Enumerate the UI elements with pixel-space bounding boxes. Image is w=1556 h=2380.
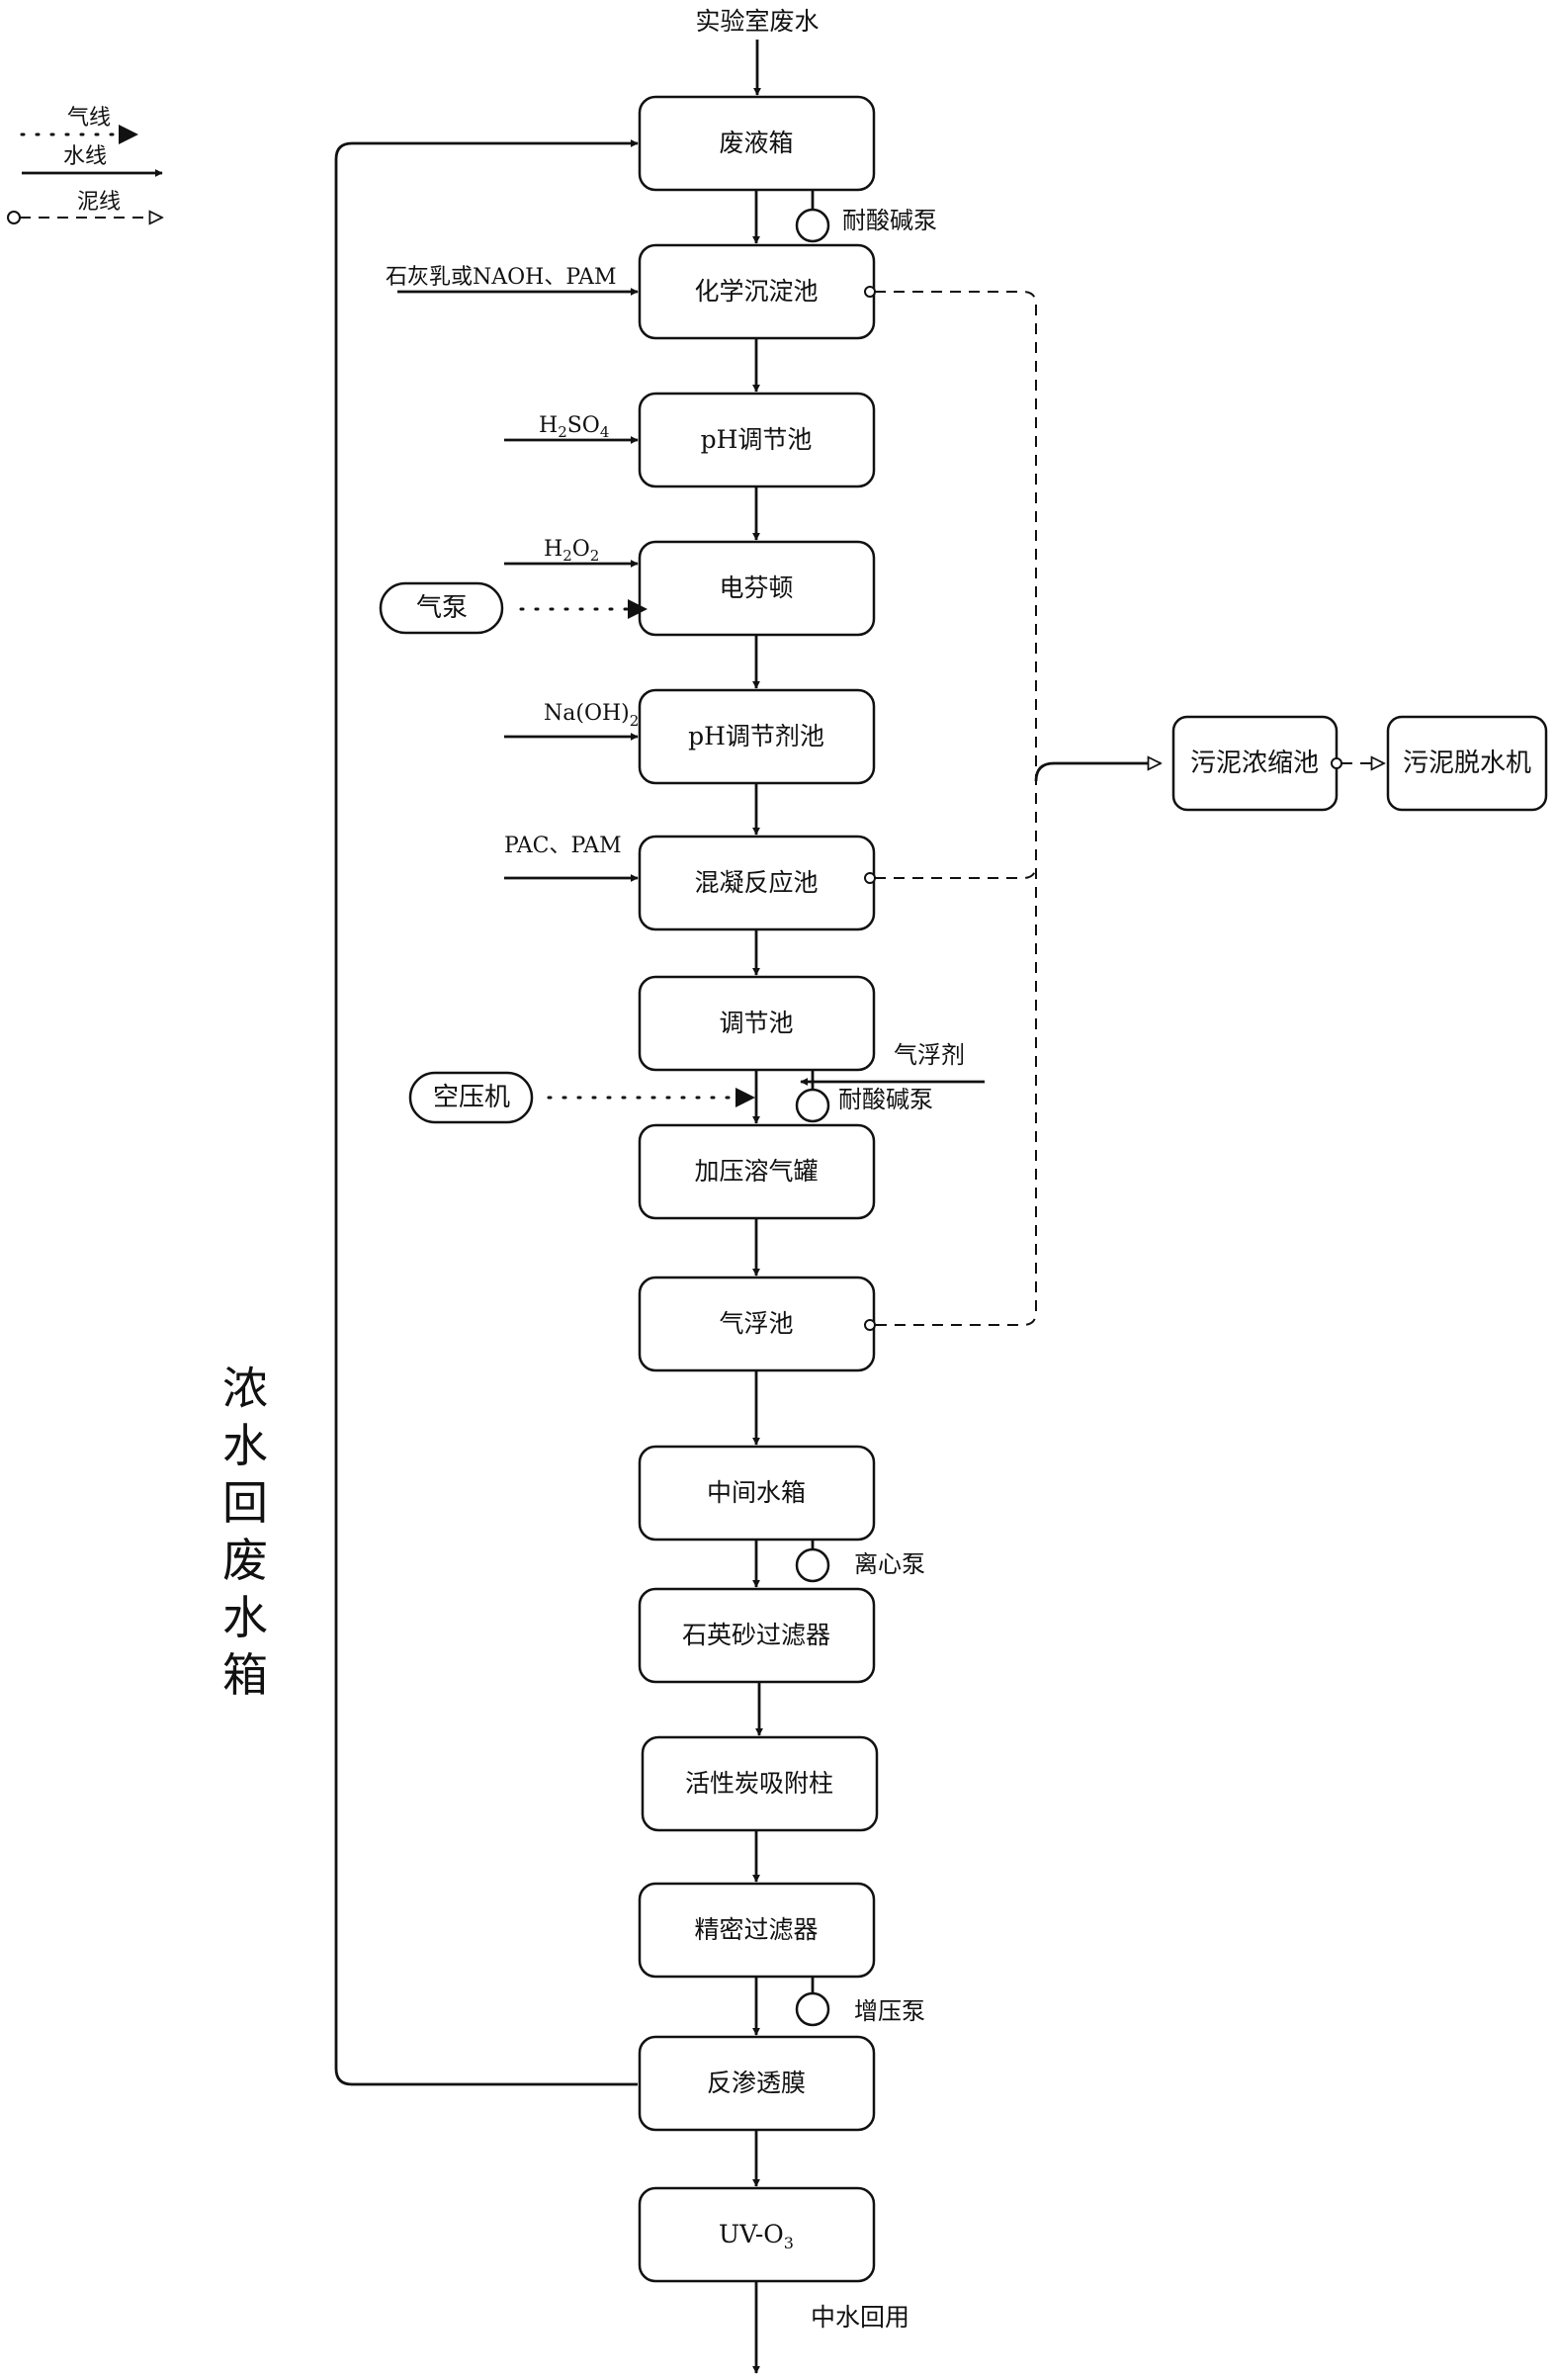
node-pressurized-dissolver-label: 加压溶气罐 — [694, 1157, 818, 1186]
legend-water-label: 水线 — [63, 144, 107, 169]
node-coag-reaction-label: 混凝反应池 — [694, 868, 818, 897]
legend-sludge-port — [7, 211, 21, 224]
dosing-inputs: 石灰乳或NAOH、PAM H2SO4 H2O2 Na(OH)2 PAC、PAM … — [386, 265, 985, 1086]
main-process-chain: 废液箱 化学沉淀池 pH调节池 电芬顿 pH调节剂池 混凝反应池 调节池 加压溶… — [638, 95, 879, 2283]
acid-pump-1-label: 耐酸碱泵 — [842, 207, 937, 234]
node-carbon-column — [641, 1735, 879, 1832]
node-precision-filter-label: 精密过滤器 — [694, 1915, 818, 1944]
node-flotation-label: 气浮池 — [719, 1309, 793, 1338]
node-uv-o3-label: UV-O3 — [719, 2220, 794, 2252]
recycle-label-char-4: 废 — [222, 1534, 268, 1587]
recycle-loop-line — [334, 139, 639, 2086]
sludge-port-flotation — [864, 1319, 876, 1331]
sludge-port-settling — [864, 286, 876, 298]
legend: 气线 水线 泥线 — [7, 106, 162, 224]
pac-pam-dosing-label: PAC、PAM — [504, 834, 622, 858]
air-pump-label: 气泵 — [416, 593, 468, 623]
air-pump-box — [379, 581, 504, 635]
legend-gas-label: 气线 — [67, 106, 111, 131]
flotation-agent-label: 气浮剂 — [894, 1041, 965, 1069]
sludge-thickener-label: 污泥浓缩池 — [1190, 749, 1319, 778]
air-compressor-label: 空压机 — [433, 1083, 510, 1112]
node-ro-membrane-label: 反渗透膜 — [707, 2069, 806, 2097]
legend-sludge-label: 泥线 — [77, 190, 121, 215]
sludge-dewatering-box — [1386, 715, 1548, 812]
sludge-to-thickener-arrow — [1034, 763, 1161, 782]
naoh-dosing-label: Na(OH)2 — [544, 701, 639, 730]
acid-pump-2-label: 耐酸碱泵 — [838, 1086, 933, 1113]
node-carbon-column-label: 活性炭吸附柱 — [685, 1769, 833, 1798]
source-label: 实验室废水 — [695, 7, 819, 36]
pumps: 耐酸碱泵 耐酸碱泵 离心泵 增压泵 — [795, 190, 937, 2027]
node-equalization-label: 调节池 — [719, 1009, 793, 1037]
node-quartz-filter — [638, 1587, 876, 1684]
sludge-branch-coag — [875, 864, 1037, 879]
recycle-label-char-6: 箱 — [222, 1648, 268, 1702]
node-quartz-filter-label: 石英砂过滤器 — [682, 1621, 830, 1649]
node-chem-settling-label: 化学沉淀池 — [694, 277, 818, 306]
sludge-lines: 污泥浓缩池 污泥脱水机 — [864, 286, 1548, 1331]
water-flow-arrows — [752, 190, 763, 2374]
node-electro-fenton-label: 电芬顿 — [719, 573, 793, 602]
node-ph-adjust-label: pH调节池 — [701, 425, 813, 454]
acid-pump-1-icon — [795, 208, 830, 243]
node-intermediate-tank-label: 中间水箱 — [707, 1478, 806, 1507]
centrifugal-pump-label: 离心泵 — [854, 1550, 925, 1578]
sludge-dewatering-label: 污泥脱水机 — [1403, 749, 1531, 778]
air-compressor-box — [408, 1071, 534, 1124]
lime-dosing-label: 石灰乳或NAOH、PAM — [386, 265, 617, 290]
recycle-label-char-3: 回 — [222, 1476, 268, 1530]
node-waste-tank-label: 废液箱 — [719, 129, 793, 157]
centrifugal-pump-icon — [795, 1547, 830, 1583]
h2so4-dosing-label: H2SO4 — [539, 413, 609, 441]
booster-pump-label: 增压泵 — [854, 1997, 925, 2025]
gas-equipment: 气泵 空压机 — [379, 581, 755, 1124]
booster-pump-icon — [795, 1991, 830, 2027]
recycle-label-char-1: 浓 — [222, 1362, 268, 1415]
sludge-collector-line — [875, 291, 1037, 1326]
acid-pump-2-icon — [795, 1088, 830, 1123]
output-label: 中水回用 — [811, 2303, 909, 2332]
concentrate-recycle: 浓 水 回 废 水 箱 — [222, 139, 639, 2086]
recycle-label-char-2: 水 — [222, 1419, 268, 1472]
sludge-port-thickener — [1331, 757, 1342, 769]
node-ph-reagent-label: pH调节剂池 — [688, 722, 824, 750]
h2o2-dosing-label: H2O2 — [544, 537, 599, 565]
recycle-label-char-5: 水 — [222, 1591, 268, 1644]
sludge-port-coag — [864, 872, 876, 884]
